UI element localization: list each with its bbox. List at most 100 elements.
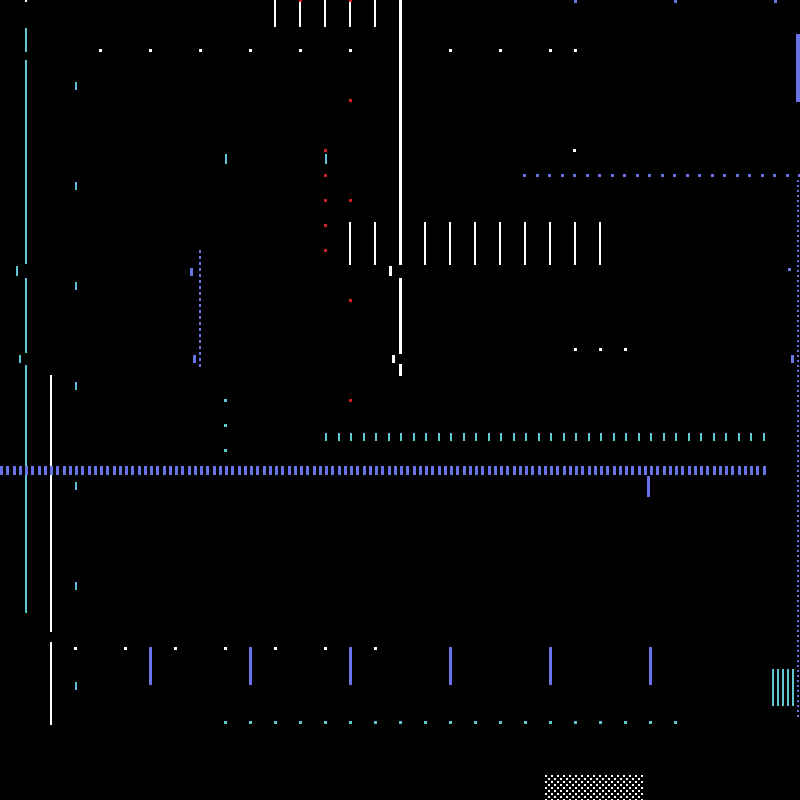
checker-cell — [566, 796, 568, 798]
blue-dot — [193, 355, 196, 363]
cyan-dash — [525, 433, 527, 441]
checker-cell — [602, 796, 604, 798]
blue-dot — [797, 205, 799, 207]
checker-cell — [623, 787, 625, 789]
blue-dot — [611, 174, 614, 177]
blue-dash — [556, 466, 559, 475]
checker-cell — [626, 796, 628, 798]
cyan-dot — [599, 721, 602, 724]
blue-dash — [500, 466, 503, 475]
blue-dot — [797, 275, 799, 277]
blue-dash — [681, 466, 684, 475]
blue-dot — [797, 515, 799, 517]
checker-cell — [596, 790, 598, 792]
white-dot — [374, 647, 377, 650]
blue-dot — [574, 0, 577, 3]
blue-dash — [550, 466, 553, 475]
cyan-dot — [574, 721, 577, 724]
blue-dot — [797, 500, 799, 502]
blue-dash — [625, 466, 628, 475]
red-dot — [349, 399, 352, 402]
blue-dot — [199, 334, 201, 337]
blue-dash — [138, 466, 141, 475]
checker-cell — [545, 793, 547, 795]
blue-dash — [88, 466, 91, 475]
white-tick — [424, 222, 426, 265]
blue-dash — [469, 466, 472, 475]
blue-dot — [797, 380, 799, 382]
blue-dash — [269, 466, 272, 475]
blue-dash — [56, 466, 59, 475]
blue-dash — [594, 466, 597, 475]
blue-dot — [797, 655, 799, 657]
checker-cell — [563, 793, 565, 795]
checker-cell — [593, 787, 595, 789]
checker-cell — [563, 787, 565, 789]
blue-dot — [797, 420, 799, 422]
white-vline — [399, 278, 402, 354]
cyan-dot — [474, 721, 477, 724]
blue-dot — [199, 328, 201, 331]
blue-dot — [199, 292, 201, 295]
blue-dot — [797, 255, 799, 257]
blue-dash — [450, 466, 453, 475]
white-vline — [389, 266, 392, 276]
blue-dot — [797, 660, 799, 662]
blue-dot — [723, 174, 726, 177]
checker-cell — [554, 784, 556, 786]
checker-cell — [590, 790, 592, 792]
cyan-vline — [25, 365, 27, 613]
checker-cell — [557, 781, 559, 783]
checker-cell — [563, 781, 565, 783]
blue-dash — [0, 466, 3, 475]
checker-cell — [611, 787, 613, 789]
blue-dot — [797, 365, 799, 367]
cyan-dot — [274, 721, 277, 724]
blue-dot — [797, 585, 799, 587]
checker-cell — [572, 790, 574, 792]
checker-cell — [578, 790, 580, 792]
blue-dash — [188, 466, 191, 475]
blue-dot — [797, 535, 799, 537]
cyan-dot — [649, 721, 652, 724]
white-tick — [374, 0, 376, 27]
blue-dot — [586, 174, 589, 177]
blue-dot — [797, 245, 799, 247]
blue-dot — [797, 595, 799, 597]
blue-dash — [213, 466, 216, 475]
red-dot — [349, 0, 352, 2]
blue-dash — [400, 466, 403, 475]
checker-cell — [620, 790, 622, 792]
blue-tick — [249, 647, 252, 685]
blue-dash — [600, 466, 603, 475]
blue-dot — [797, 265, 799, 267]
blue-dot — [797, 710, 799, 712]
cyan-dash — [375, 433, 377, 441]
blue-dash — [506, 466, 509, 475]
white-dot — [573, 149, 576, 152]
cyan-dash — [763, 433, 765, 441]
cyan-dash — [75, 682, 77, 690]
blue-dot — [573, 174, 576, 177]
checker-cell — [620, 778, 622, 780]
blue-dot — [797, 180, 799, 182]
blue-dash — [344, 466, 347, 475]
white-tick — [349, 222, 351, 265]
blue-dot — [199, 322, 201, 325]
blue-dot — [797, 525, 799, 527]
blue-dot — [797, 425, 799, 427]
white-tick — [599, 222, 601, 265]
blue-dot — [797, 415, 799, 417]
checker-cell — [581, 775, 583, 777]
blue-dot — [199, 262, 201, 265]
blue-dash — [619, 466, 622, 475]
checker-cell — [608, 784, 610, 786]
blue-dot — [797, 565, 799, 567]
blue-dash — [250, 466, 253, 475]
checker-cell — [587, 775, 589, 777]
blue-dash — [100, 466, 103, 475]
blue-dot — [797, 645, 799, 647]
white-dot — [124, 647, 127, 650]
checker-cell — [620, 784, 622, 786]
white-dot — [624, 348, 627, 351]
